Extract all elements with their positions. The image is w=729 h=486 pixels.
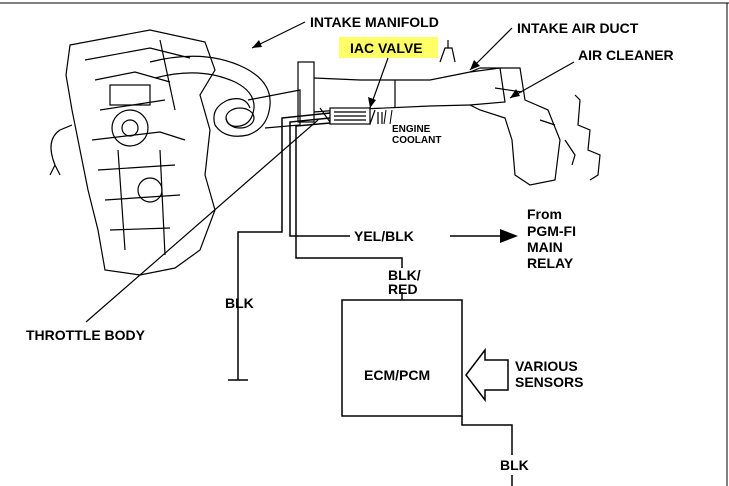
intake-air-duct-label: INTAKE AIR DUCT [517,20,639,36]
engine-coolant-tick-2 [389,109,393,125]
intake-air-duct-arrowhead [470,60,480,70]
intake-manifold-illustration [149,55,301,137]
relay-arrowhead [500,229,518,243]
coolant-label: COOLANT [392,135,441,146]
blk-bottom-label: BLK [500,457,529,473]
throttle-body-and-duct-illustration [297,40,506,125]
ecm-pcm-label: ECM/PCM [364,367,430,383]
air-cleaner-arrowhead [510,89,520,98]
ecm-pcm-box [341,299,463,417]
wiring [228,112,513,486]
intake-manifold-arrowhead [252,40,262,48]
throttle-body-leader [85,119,319,323]
engine-block-illustration [49,29,216,276]
blk-red-wire [295,122,403,268]
engine-coolant-tick-1 [383,109,387,125]
various-sensors-arrow [465,347,509,403]
yel-blk-wire [289,117,350,237]
air-cleaner-illustration [469,67,601,186]
air-cleaner-leader [509,61,575,99]
iac-valve-arrowhead [368,97,376,108]
red-label: RED [388,281,418,297]
engine-label: ENGINE [392,124,431,135]
main-label: MAIN [527,239,563,255]
leader-lines [85,21,575,323]
iac-valve-highlight [339,37,438,58]
intake-manifold-leader [251,21,306,49]
blk-ground-wire [237,112,331,380]
blk-bottom-wire [461,416,513,455]
blk-left-label: BLK [225,295,254,311]
from-label: From [527,206,562,222]
various-label: VARIOUS [515,358,578,374]
pgm-fi-label: PGM-FI [527,223,576,239]
iac-valve-label: IAC VALVE [350,40,423,56]
relay-label: RELAY [527,255,574,271]
blk-slash-label: BLK/ [388,267,421,283]
yel-blk-label: YEL/BLK [354,228,414,244]
sensors-label: SENSORS [515,374,583,390]
throttle-body-label: THROTTLE BODY [26,327,146,343]
intake-manifold-label: INTAKE MANIFOLD [310,14,439,30]
air-cleaner-label: AIR CLEANER [578,47,674,63]
